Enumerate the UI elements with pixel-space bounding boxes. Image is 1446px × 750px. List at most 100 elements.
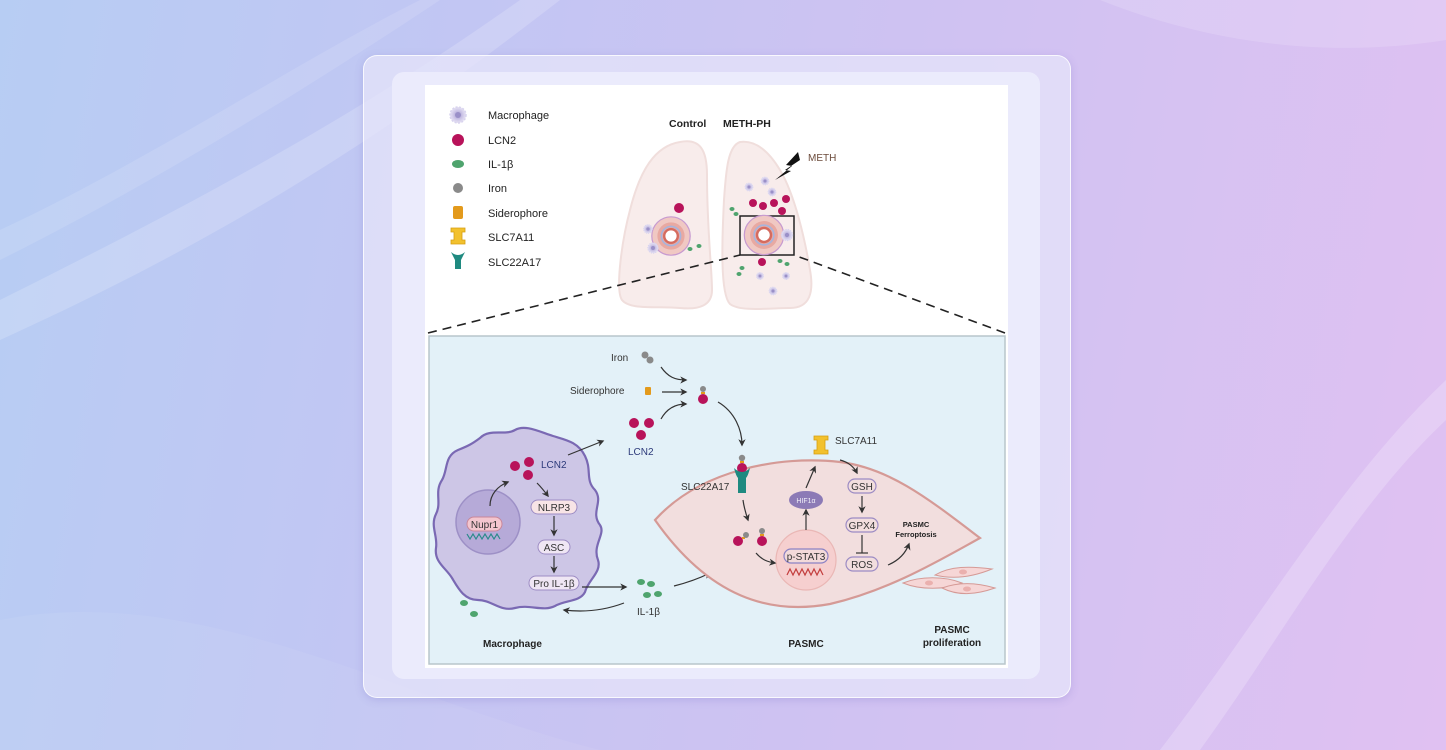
lcn2-icon — [636, 430, 646, 440]
il1b-icon — [654, 591, 662, 597]
figure-svg: Macrophage LCN2 IL-1β Iron Siderophore S… — [427, 106, 1006, 665]
legend-item-macrophage: Macrophage — [449, 106, 549, 124]
arrow — [805, 465, 817, 489]
legend-item-siderophore: Siderophore — [453, 206, 548, 220]
macrophage-icon — [760, 176, 770, 186]
lcn2-outside-label: LCN2 — [628, 447, 654, 458]
iron-icon — [453, 183, 463, 193]
il1b-icon — [460, 600, 468, 606]
lcn2-icon — [778, 207, 786, 215]
lcn2-icon — [644, 418, 654, 428]
blood-vessel-icon — [743, 214, 785, 256]
legend-item-il1b: IL-1β — [452, 159, 513, 171]
siderophore-icon — [645, 387, 651, 395]
il1b-icon — [696, 244, 702, 248]
dna-icon — [786, 567, 824, 577]
iron-icon — [641, 351, 649, 359]
slc22a17-receptor — [734, 454, 750, 493]
il1b-icon — [729, 207, 735, 211]
figure: Macrophage LCN2 IL-1β Iron Siderophore S… — [425, 85, 1008, 668]
pasmc-cell: p-STAT3 — [653, 459, 983, 609]
arrow — [839, 459, 858, 475]
lcn2-icon — [782, 195, 790, 203]
il1b-icon — [687, 247, 693, 251]
legend-label: Iron — [488, 183, 507, 195]
gpx4-box — [845, 517, 879, 533]
arrow — [755, 552, 777, 566]
zoom-guide-left — [427, 254, 741, 334]
macrophage-icon — [643, 224, 653, 234]
il1b-icon — [643, 592, 651, 598]
iron-label: Iron — [611, 353, 628, 364]
pstat3-label: p-STAT3 — [787, 552, 826, 563]
nlrp3-label: NLRP3 — [538, 503, 571, 514]
il1b-icon — [637, 579, 645, 585]
proliferation-label-line1: PASMC — [934, 625, 969, 636]
dna-icon — [466, 532, 501, 541]
proliferation-label-line2: proliferation — [923, 638, 981, 649]
il1b-icon — [470, 611, 478, 617]
siderophore-label: Siderophore — [570, 386, 625, 397]
asc-box — [537, 539, 571, 555]
legend-item-iron: Iron — [453, 183, 507, 195]
arrow — [562, 602, 625, 615]
legend-label: Siderophore — [488, 208, 548, 220]
legend-label: IL-1β — [488, 159, 513, 171]
arrow — [887, 542, 911, 566]
arrow — [660, 366, 688, 384]
lcn2-icon — [770, 199, 778, 207]
macrophage-icon — [449, 106, 467, 124]
macrophage-icon — [767, 187, 777, 197]
asc-label: ASC — [544, 543, 565, 554]
lcn2-icon — [452, 134, 464, 146]
lcn2-icon — [524, 457, 534, 467]
lcn2-iron-complex — [757, 528, 767, 546]
nupr1-box — [466, 516, 503, 532]
legend-item-slc22a17: SLC22A17 — [451, 252, 541, 269]
macrophage-title: Macrophage — [483, 639, 542, 650]
arrow — [717, 401, 746, 447]
macrophage-icon — [647, 242, 659, 254]
slc7a11-transporter — [813, 435, 829, 455]
ros-box — [845, 556, 879, 572]
il1b-icon — [784, 262, 790, 266]
slc7a11-label: SLC7A11 — [835, 436, 878, 447]
control-label: Control — [669, 118, 706, 130]
siderophore-icon — [453, 206, 463, 219]
proliferating-cells-icon — [901, 566, 997, 595]
arrow — [567, 439, 605, 456]
lcn2-icon — [510, 461, 520, 471]
lcn2-icon — [674, 203, 684, 213]
lcn2-icon — [749, 199, 757, 207]
gpx4-label: GPX4 — [849, 521, 876, 532]
pro-il1b-label: Pro IL-1β — [533, 579, 575, 590]
arrow — [742, 499, 750, 522]
hif1a-label: HIF1α — [796, 498, 815, 505]
macrophage-icon — [768, 286, 778, 296]
meth-label: METH — [808, 153, 836, 164]
lcn2-iron-complex — [733, 532, 749, 546]
lcn2-icon — [759, 202, 767, 210]
il1b-icon — [452, 160, 464, 168]
gsh-box — [847, 478, 877, 494]
il1b-icon — [777, 259, 783, 263]
nupr1-label: Nupr1 — [471, 520, 499, 531]
legend-label: SLC7A11 — [488, 232, 534, 244]
pstat3-box — [783, 548, 829, 564]
lcn2-icon — [758, 258, 766, 266]
il1b-icon — [736, 272, 742, 276]
legend-item-lcn2: LCN2 — [452, 134, 516, 147]
il1b-icon — [647, 581, 655, 587]
lcn2-iron-complex — [698, 386, 708, 404]
pasmc-title: PASMC — [788, 639, 823, 650]
macrophage-cell: Nupr1 LCN2 NLRP3 ASC Pro IL-1β — [432, 426, 605, 610]
lcn2-icon — [523, 470, 533, 480]
il1b-icon — [733, 212, 739, 216]
arrow — [489, 480, 510, 507]
il1b-icon — [739, 266, 745, 270]
slc7a11-icon — [450, 227, 466, 245]
iron-icon — [646, 356, 654, 364]
il1b-label: IL-1β — [637, 607, 660, 618]
legend-item-slc7a11: SLC7A11 — [450, 227, 534, 245]
detail-panel: Iron Siderophore LCN2 Nupr1 LCN2 — [428, 335, 1006, 665]
